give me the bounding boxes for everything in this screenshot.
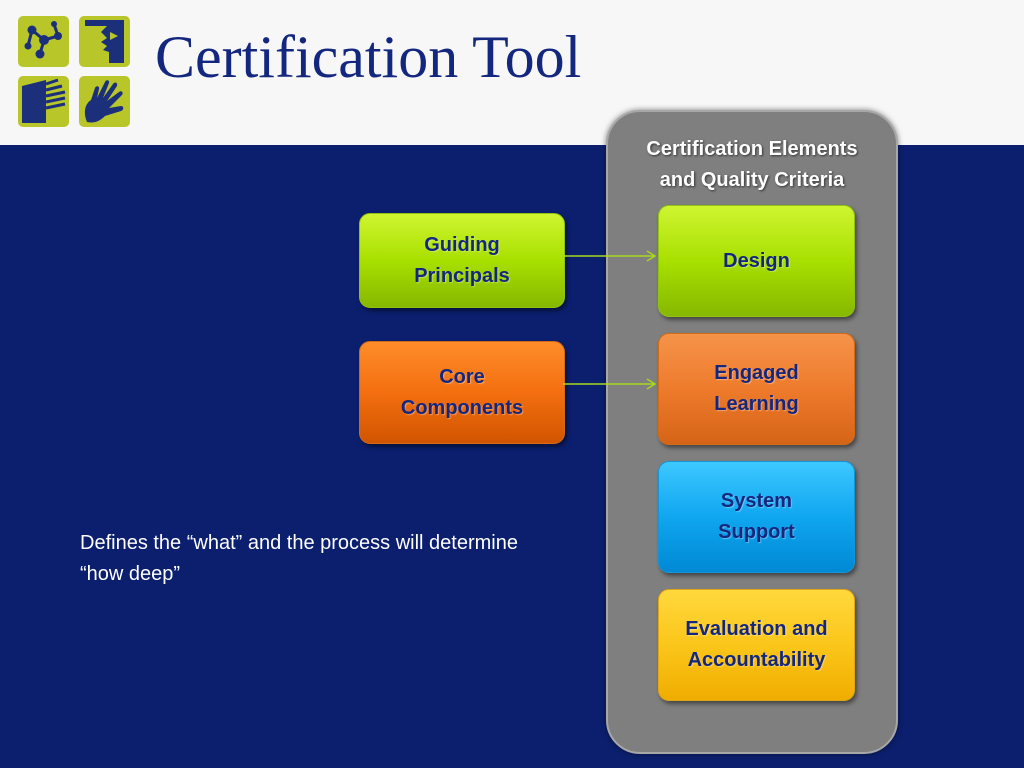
design-box: Design — [658, 205, 855, 317]
evaluation-accountability-box: Evaluation and Accountability — [658, 589, 855, 701]
book-icon — [18, 76, 69, 127]
definition-note: Defines the “what” and the process will … — [80, 532, 518, 585]
hand-icon — [79, 76, 130, 127]
logo — [18, 16, 130, 128]
page-title: Certification Tool — [155, 24, 582, 90]
core-components-box: Core Components — [359, 341, 565, 444]
face-icon — [79, 16, 130, 67]
guiding-principals-box: Guiding Principals — [359, 213, 565, 308]
design-label: Design — [723, 249, 790, 272]
system-support-label: System Support — [718, 490, 795, 543]
core-components-label: Core Components — [400, 365, 524, 419]
evaluation-accountability-label: Evaluation and Accountability — [685, 618, 828, 671]
panel-title-text: Certification Elements and Quality Crite… — [646, 138, 858, 191]
system-support-box: System Support — [658, 461, 855, 573]
engaged-learning-label: Engaged Learning — [714, 362, 799, 415]
guiding-principals-label: Guiding Principals — [414, 233, 510, 287]
panel-title: Certification Elements and Quality Crite… — [608, 134, 896, 196]
engaged-learning-box: Engaged Learning — [658, 333, 855, 445]
network-icon — [18, 16, 69, 67]
